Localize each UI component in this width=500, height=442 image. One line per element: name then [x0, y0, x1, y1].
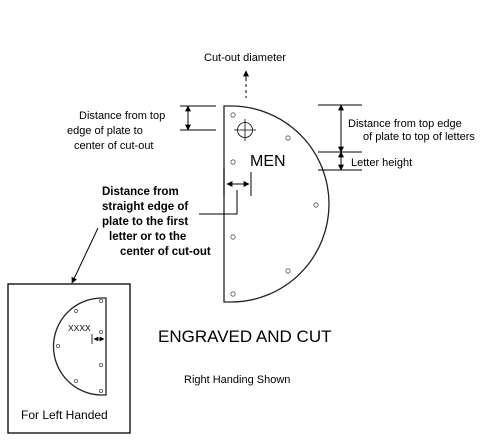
top-to-letters-label: Distance from top edge of plate to top o… [348, 118, 475, 143]
top-to-cutout-label: Distance from top edge of plate to cente… [67, 110, 168, 152]
mounting-holes [230, 112, 319, 297]
cutout-diameter-label: Cut-out diameter [204, 52, 286, 64]
inset-caption: For Left Handed [21, 408, 108, 422]
edge-to-letter-dimension [199, 168, 252, 215]
diagram-title: ENGRAVED AND CUT [158, 327, 332, 346]
letter-height-dimension [318, 151, 362, 171]
top-to-cutout-dimension [180, 105, 216, 131]
sign-text: MEN [250, 153, 286, 170]
inset-mounting-holes [56, 298, 104, 393]
cut-out-circle [234, 119, 256, 141]
letter-height-label: Letter height [351, 157, 412, 169]
inset-edge-dimension [91, 334, 105, 344]
edge-to-letter-label: Distance from straight edge of plate to … [102, 186, 211, 258]
main-plate [223, 105, 330, 303]
handing-note: Right Handing Shown [184, 374, 290, 386]
left-handed-plate [52, 297, 107, 396]
inset-pointer-arrow [71, 227, 99, 284]
inset-sign-text: XXXX [68, 323, 91, 333]
